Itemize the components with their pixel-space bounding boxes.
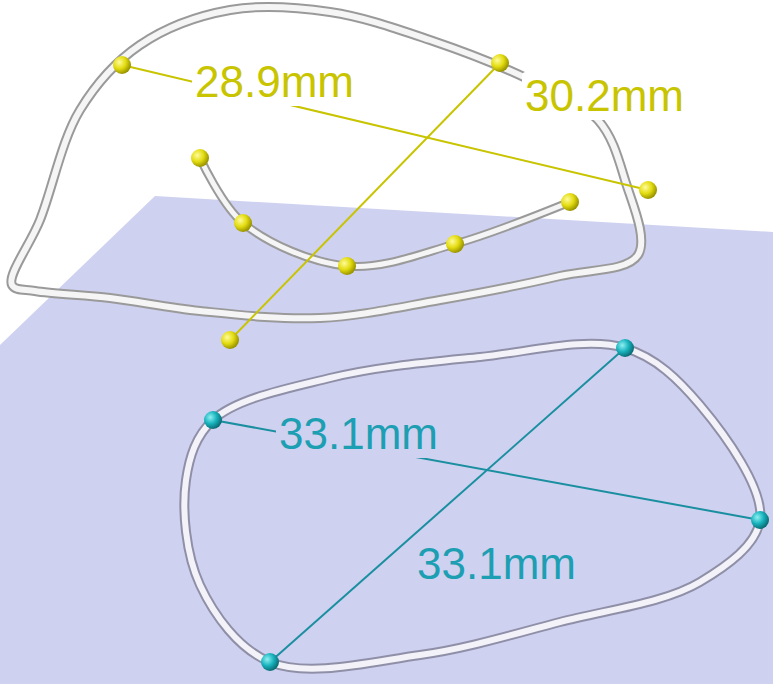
dimension-label: 28.9mm [192,58,357,106]
landmark-sphere [491,54,509,72]
dimension-label: 33.1mm [276,410,441,458]
landmark-sphere [616,339,634,357]
dimension-label: 33.1mm [414,540,579,588]
tube [200,158,570,266]
landmark-points [113,54,769,671]
landmark-sphere [113,56,131,74]
tube-outline [200,158,570,266]
landmark-sphere [446,235,464,253]
landmark-sphere [639,181,657,199]
landmark-sphere [204,411,222,429]
tube-outline [184,344,760,669]
tube [184,344,760,669]
coaptation-curve [200,158,570,266]
landmark-sphere [191,149,209,167]
landmark-sphere [221,331,239,349]
tube [11,7,641,319]
landmark-sphere [234,214,252,232]
landmark-sphere [338,257,356,275]
annulus-projected [184,344,760,669]
tube-outline [11,7,641,319]
landmark-sphere [261,653,279,671]
landmark-sphere [561,193,579,211]
landmark-sphere [751,511,769,529]
annulus-3d [11,7,641,319]
dimension-label: 30.2mm [522,72,687,120]
projection-plane [0,196,773,684]
dimension-line [270,348,625,662]
